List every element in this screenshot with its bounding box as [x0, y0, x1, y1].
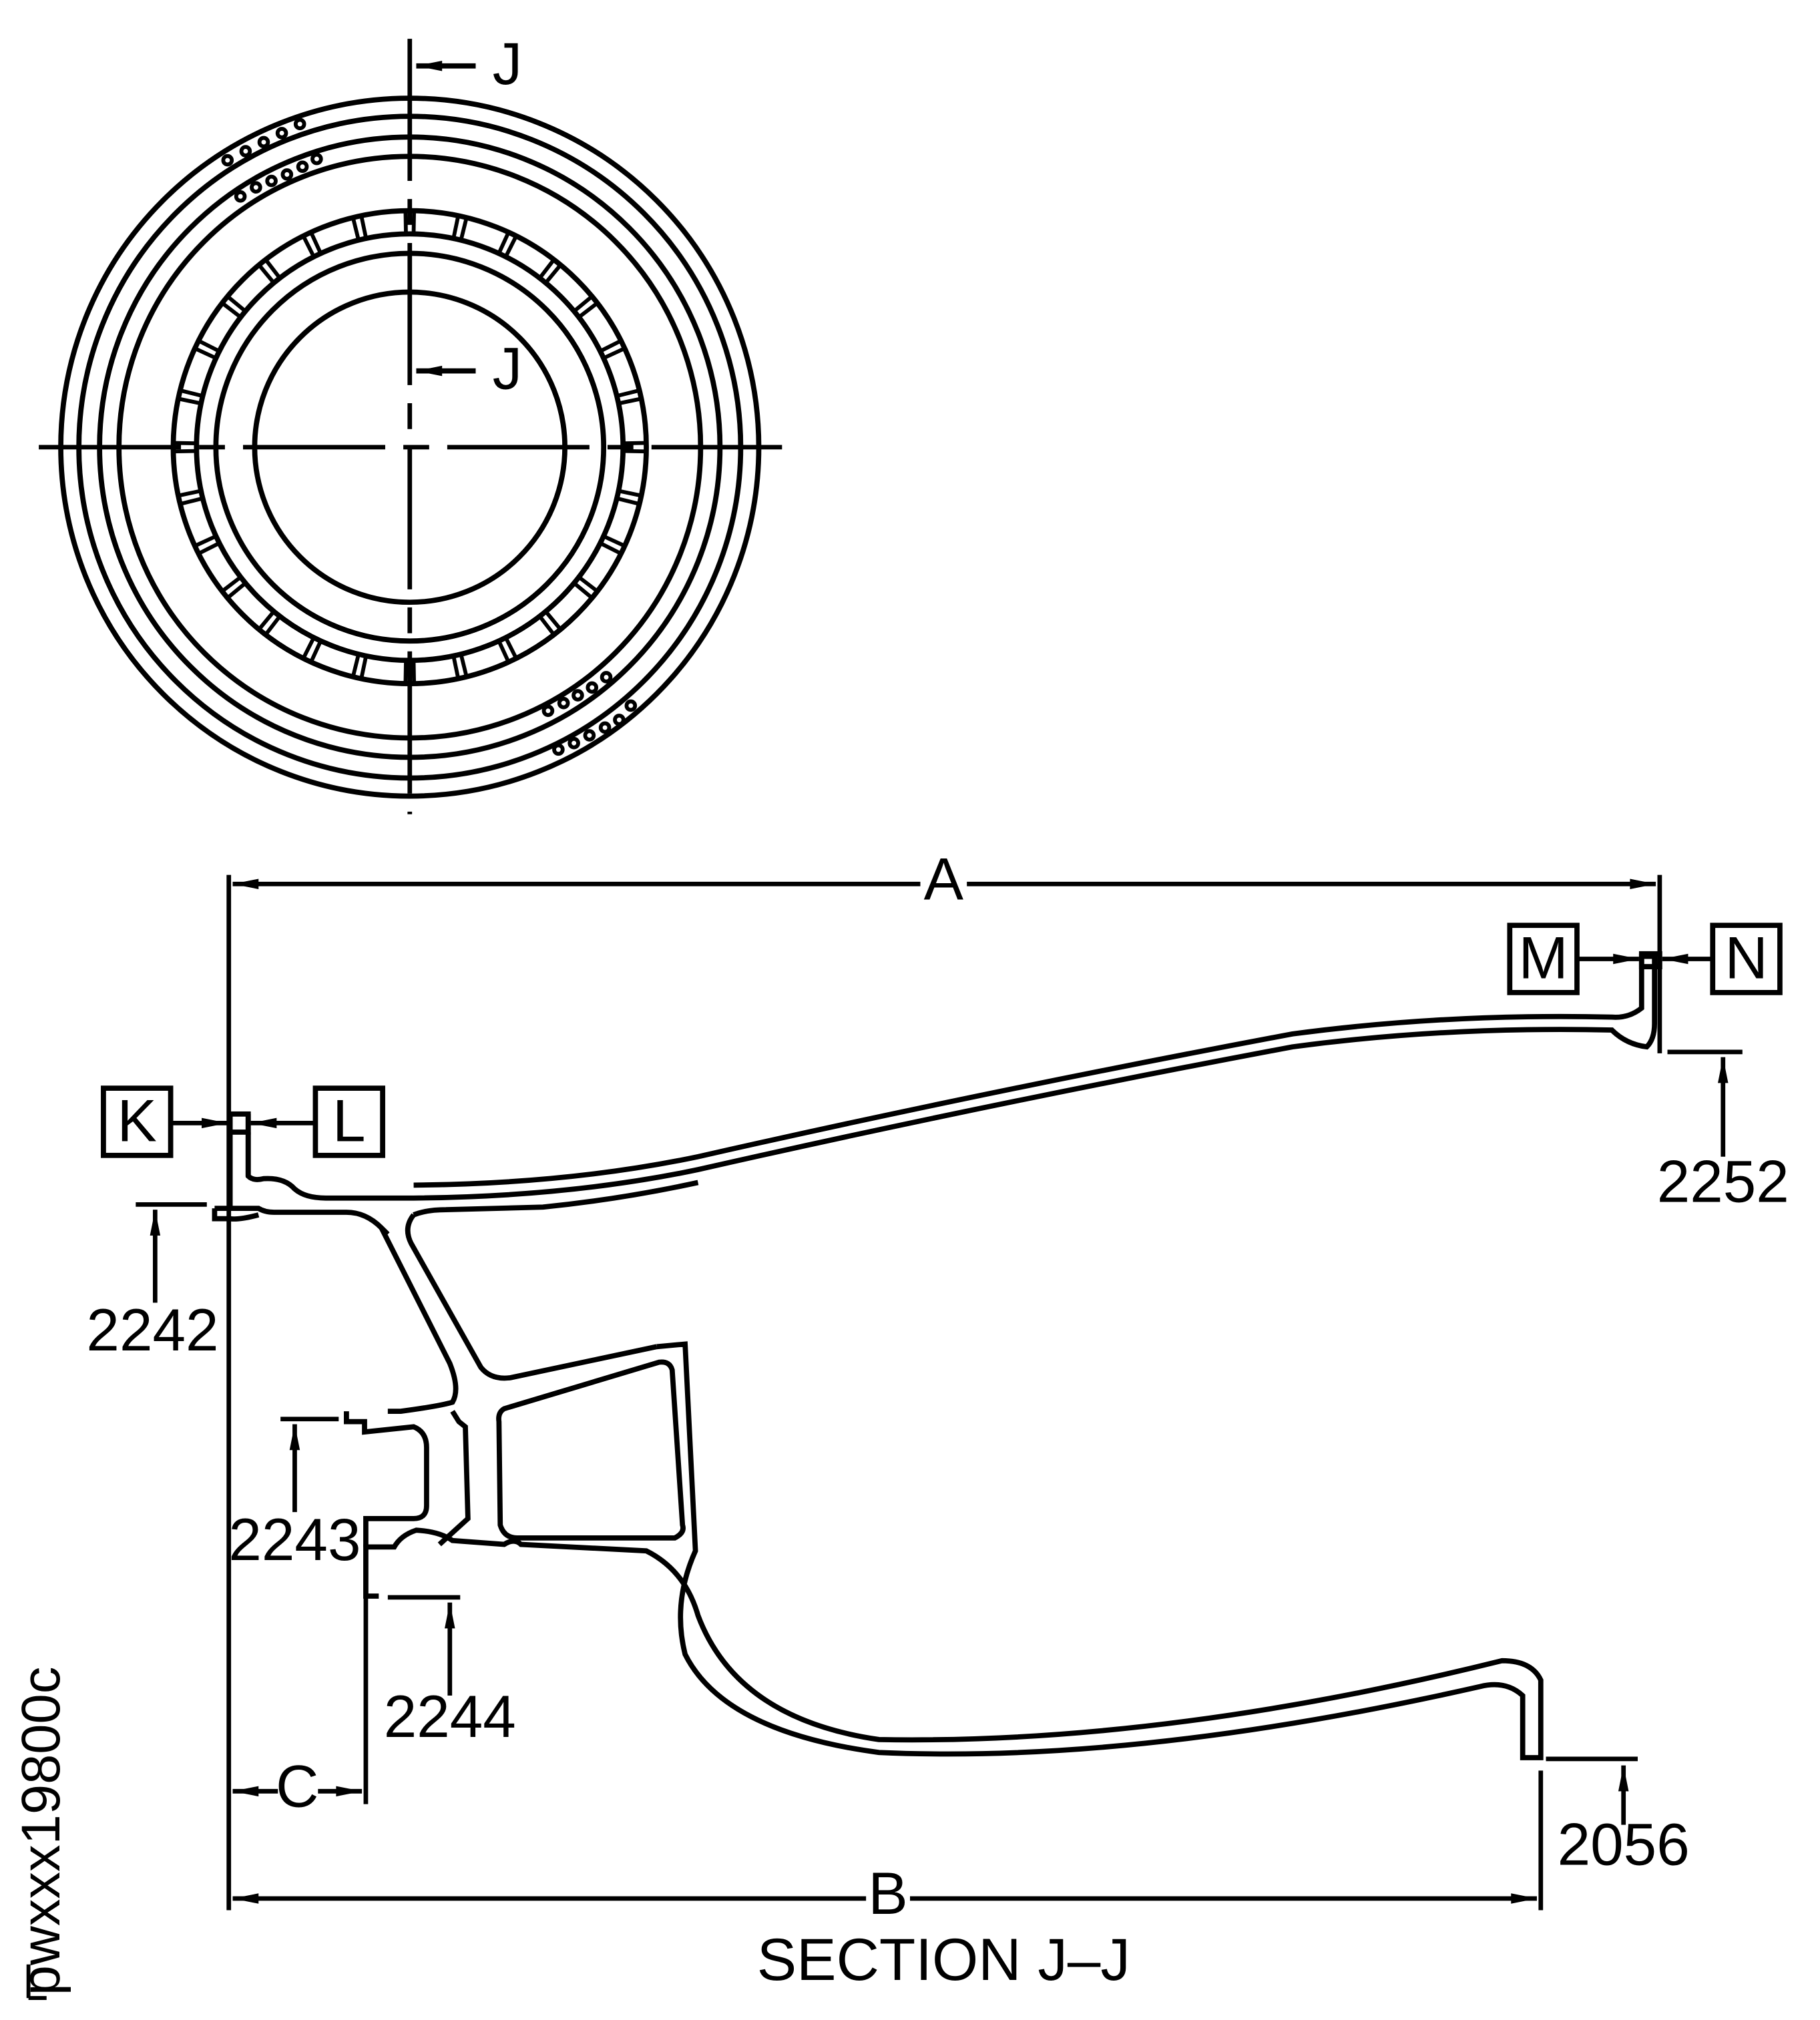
slot-tick	[359, 655, 369, 680]
figure-id: pwxxx19800c	[11, 1667, 71, 1996]
slot-tick	[301, 235, 316, 258]
slot-tick	[538, 615, 555, 636]
slot-tick	[359, 215, 369, 239]
slot-tick	[544, 610, 562, 631]
ref-2243: 2243	[228, 1506, 361, 1573]
dimension-a-label: A	[924, 845, 964, 912]
slot-tick	[573, 294, 594, 313]
slot-tick	[599, 541, 622, 555]
part-diagonal-strut	[379, 1213, 658, 1415]
section-label-top: J	[493, 30, 523, 97]
slot-tick	[616, 496, 640, 506]
slot-tick	[351, 654, 361, 678]
slot-tick	[309, 640, 323, 663]
slot-tick	[602, 346, 626, 360]
bolt-holes-bottom	[541, 671, 638, 756]
slot-tick	[451, 215, 461, 239]
slot-tick	[411, 210, 417, 234]
slot-tick	[180, 496, 204, 506]
flange-kl	[227, 1111, 251, 1135]
dimension-b-label: B	[868, 1860, 907, 1927]
section-label-middle: J	[493, 335, 523, 402]
slot-tick	[497, 640, 511, 663]
slot-tick	[221, 575, 242, 593]
dimension-c-label: C	[276, 1753, 318, 1820]
callout-box-k	[101, 1085, 174, 1158]
end-view: J J	[39, 30, 782, 814]
part-upper-arm-inner-link	[413, 1180, 699, 1218]
slot-tick	[538, 258, 555, 280]
slot-tick	[403, 660, 408, 684]
section-caption: SECTION J–J	[757, 1926, 1130, 1993]
part-upper-arm-outer	[245, 953, 1658, 1201]
ref-2252: 2252	[1657, 1148, 1789, 1214]
slot-tick	[623, 449, 647, 454]
flange-kl-body	[227, 1131, 251, 1209]
slot-tick	[616, 389, 640, 399]
callout-n: N	[1725, 925, 1767, 991]
slot-tick	[578, 301, 599, 319]
slot-tick	[221, 301, 242, 319]
slot-tick	[301, 636, 316, 660]
slot-tick	[459, 654, 469, 678]
slot-tick	[194, 346, 217, 360]
part-hub-inner-boss	[344, 1411, 429, 1547]
slot-tick	[351, 217, 361, 241]
slot-tick	[503, 235, 518, 258]
slot-tick	[618, 397, 642, 406]
slot-tick	[403, 210, 408, 234]
slot-tick	[226, 294, 247, 313]
slot-tick	[497, 231, 511, 254]
slot-tick	[264, 258, 282, 280]
slot-tick	[573, 581, 594, 599]
ref-2056: 2056	[1558, 1811, 1690, 1878]
slot-tick	[264, 615, 282, 636]
slot-tick	[257, 264, 276, 284]
slot-tick	[309, 231, 323, 254]
slot-tick	[226, 581, 247, 599]
callout-l: L	[332, 1087, 366, 1154]
callout-m: M	[1519, 925, 1568, 991]
figure-id-group: pwxxx19800c	[11, 1667, 71, 2000]
ref-2244: 2244	[384, 1683, 516, 1750]
slot-tick	[503, 636, 518, 660]
slot-ticks	[173, 210, 647, 684]
slot-tick	[411, 660, 417, 684]
slot-tick	[602, 534, 626, 548]
part-hub-cavity	[496, 1359, 686, 1541]
section-view: A B C 2242 2243 2244	[86, 845, 1789, 1927]
part-hub-outer	[363, 1341, 1544, 1760]
slot-tick	[257, 610, 276, 631]
slot-tick	[198, 541, 220, 555]
slot-tick	[173, 449, 197, 454]
slot-tick	[459, 217, 469, 241]
slot-tick	[578, 575, 599, 593]
flange-kl-foot	[212, 1206, 390, 1236]
slot-tick	[178, 489, 202, 498]
bolt-holes-top	[221, 117, 323, 203]
part-hub-left-web	[437, 1410, 471, 1547]
slot-tick	[194, 534, 217, 548]
slot-tick	[544, 264, 562, 284]
callout-k: K	[118, 1087, 157, 1154]
slot-tick	[618, 489, 642, 498]
slot-tick	[178, 397, 202, 406]
slot-tick	[198, 338, 220, 353]
ref-2242: 2242	[86, 1296, 218, 1363]
slot-tick	[180, 389, 204, 399]
slot-tick	[599, 338, 622, 353]
slot-tick	[451, 655, 461, 680]
